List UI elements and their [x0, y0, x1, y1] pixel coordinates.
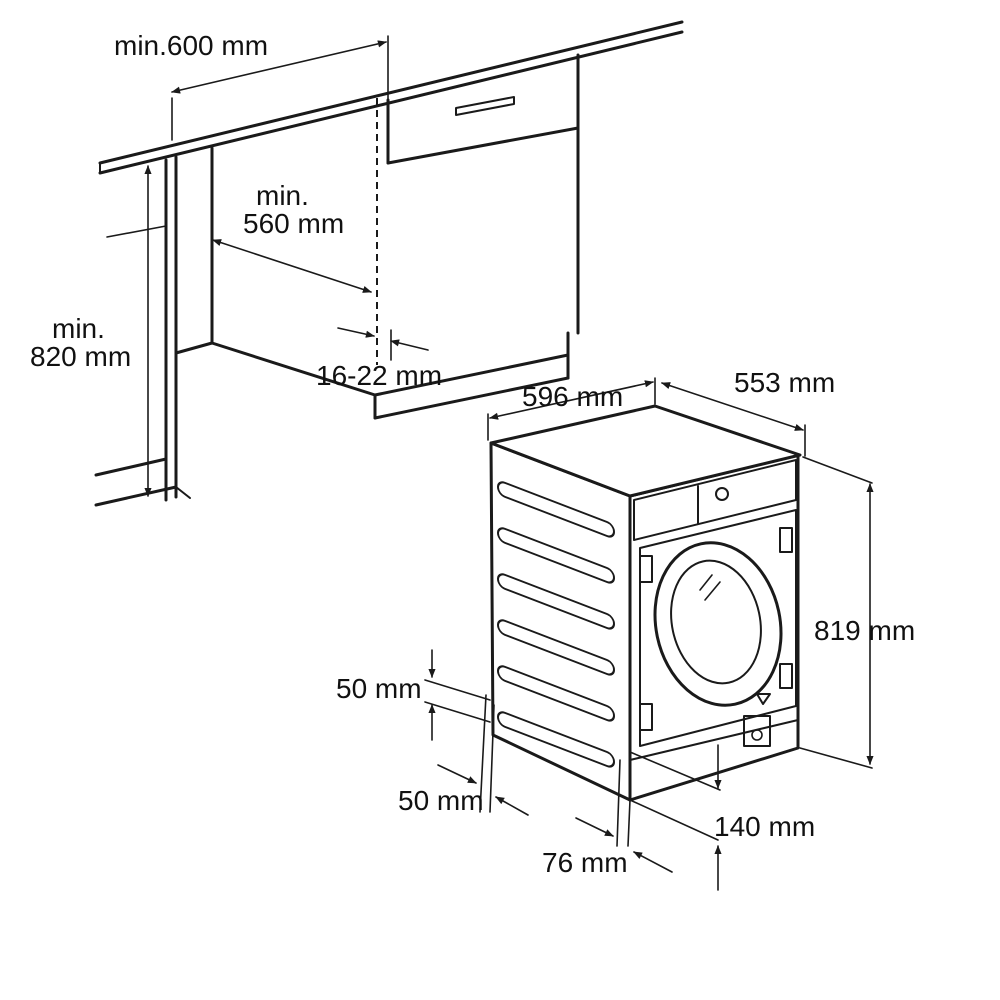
door-gap-dimension [337, 327, 429, 361]
machine-depth-dimension [661, 382, 806, 457]
washing-machine [489, 404, 802, 802]
foot-side-offset-label: 50 mm [398, 785, 484, 816]
cabinet-depth-label-line1: min. [256, 180, 309, 211]
cabinet-height-label-line2: 820 mm [30, 341, 131, 372]
foot-height-label: 50 mm [336, 673, 422, 704]
plinth-depth-label: 140 mm [714, 811, 815, 842]
plinth-depth-dimension [629, 744, 722, 891]
machine-height-label: 819 mm [814, 615, 915, 646]
side-vents [497, 481, 615, 768]
cabinet-depth-dimension [212, 239, 372, 293]
foot-front-offset-dimension [575, 759, 673, 873]
foot-side-offset-dimension [437, 694, 529, 816]
machine-width-dimension [487, 377, 656, 441]
foot-front-offset-label: 76 mm [542, 847, 628, 878]
machine-width-label: 596 mm [522, 381, 623, 412]
cabinet-width-dimension [171, 35, 389, 141]
machine-height-dimension [799, 456, 874, 769]
cabinet-height-label-line1: min. [52, 313, 105, 344]
cabinet-width-label: min.600 mm [114, 30, 268, 61]
foot-height-dimension [424, 649, 491, 741]
cabinet-depth-label-line2: 560 mm [243, 208, 344, 239]
kitchen-cabinet [94, 20, 684, 507]
machine-depth-label: 553 mm [734, 367, 835, 398]
door-gap-label: 16-22 mm [316, 360, 442, 391]
